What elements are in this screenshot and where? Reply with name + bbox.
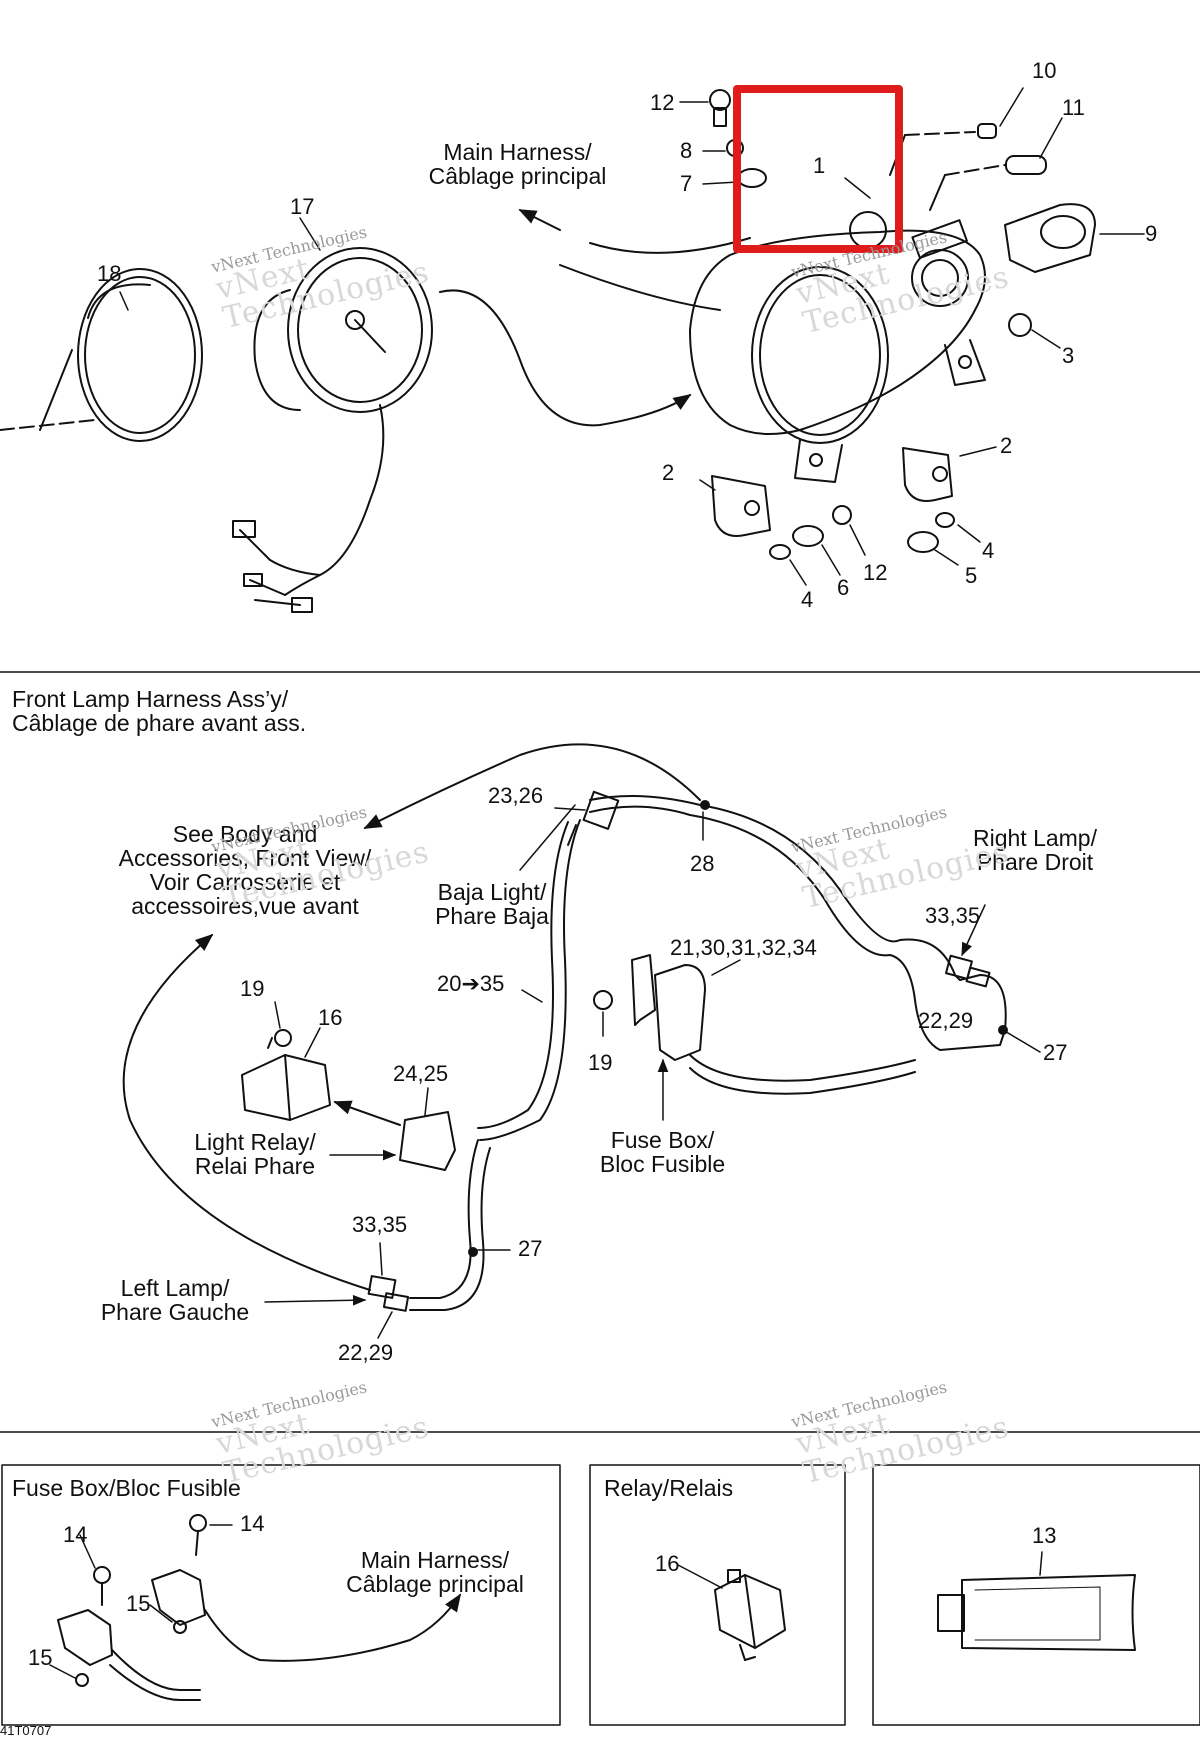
callout-12-top: 12 [650,90,675,115]
dashboard-housing-part [689,211,986,483]
fuse-box-detail [49,1514,461,1701]
callout-19-middle: 19 [588,1050,613,1075]
callout-19-left: 19 [240,976,265,1001]
callout-14-right: 14 [240,1511,265,1536]
grease-tube-detail [937,1551,1136,1651]
drawing-code: 41T0707 [0,1723,52,1738]
callout-4-right: 4 [982,538,995,563]
callout-5: 5 [965,563,978,588]
top-assembly [0,87,1145,613]
callout-2-left: 2 [662,460,675,485]
callout-9: 9 [1145,221,1158,246]
gauge-pigtail-wires [232,520,321,613]
key-switch-part [1004,203,1096,273]
callout-28: 28 [690,851,715,876]
callout-24-25: 24,25 [393,1061,449,1086]
callout-6: 6 [837,575,850,600]
callout-23-26: 23,26 [488,783,544,808]
front-lamp-harness-title: Front Lamp Harness Ass’y/ Câblage de pha… [12,686,307,736]
main-harness-label-bottom: Main Harness/ Câblage principal [346,1547,524,1597]
callout-16-relay: 16 [318,1005,343,1030]
callout-17: 17 [290,194,315,219]
callout-11: 11 [1062,95,1085,120]
callout-14-left: 14 [63,1522,88,1547]
callout-12-bottom: 12 [863,560,888,585]
callout-2-right: 2 [1000,433,1013,458]
callout-27-left: 27 [518,1236,543,1261]
callout-21-34: 21,30,31,32,34 [670,935,817,960]
fuse-box-label: Fuse Box/ Bloc Fusible [599,1127,726,1177]
callout-15-right: 15 [126,1591,151,1616]
callout-8: 8 [680,138,693,163]
main-harness-label-top: Main Harness/ Câblage principal [428,139,607,189]
callout-18: 18 [97,261,122,286]
indicator-bulbs [889,123,1047,211]
relay-detail [677,1564,786,1661]
see-body-label: See Body and Accessories, Front View/ Vo… [118,821,372,919]
light-relay-label: Light Relay/ Relai Phare [194,1129,316,1179]
highlight-box [733,85,903,253]
left-lamp-label: Left Lamp/ Phare Gauche [100,1275,250,1325]
top-fasteners [709,89,1032,560]
callout-4-left: 4 [801,587,814,612]
baja-light-label: Baja Light/ Phare Baja [435,879,549,929]
callout-22-29-left: 22,29 [338,1340,394,1365]
right-lamp-label: Right Lamp/ Phare Droit [972,825,1097,875]
callout-15-left: 15 [28,1645,53,1670]
callout-27-right: 27 [1043,1040,1068,1065]
callout-1: 1 [813,153,826,178]
callout-13: 13 [1032,1523,1057,1548]
fuse-box-panel-title: Fuse Box/Bloc Fusible [12,1475,241,1501]
callout-33-35-right: 33,35 [925,903,981,928]
harness-connectors [241,790,1008,1312]
callout-22-29-right: 22,29 [918,1008,974,1033]
callout-7: 7 [680,171,693,196]
top-leader-lines [119,87,1145,586]
front-lamp-harness [122,743,1041,1339]
callout-3: 3 [1062,343,1075,368]
relay-panel-title: Relay/Relais [604,1475,734,1501]
callout-10: 10 [1032,58,1057,83]
callout-16-panel: 16 [655,1551,680,1576]
gauge-bezel-part [0,268,203,442]
callout-20-35: 20➔35 [437,971,505,996]
speedometer-gauge-part [253,247,433,576]
bottom-panels [1,1464,1200,1726]
callout-33-35-left: 33,35 [352,1212,408,1237]
middle-leader-lines [264,804,1041,1339]
